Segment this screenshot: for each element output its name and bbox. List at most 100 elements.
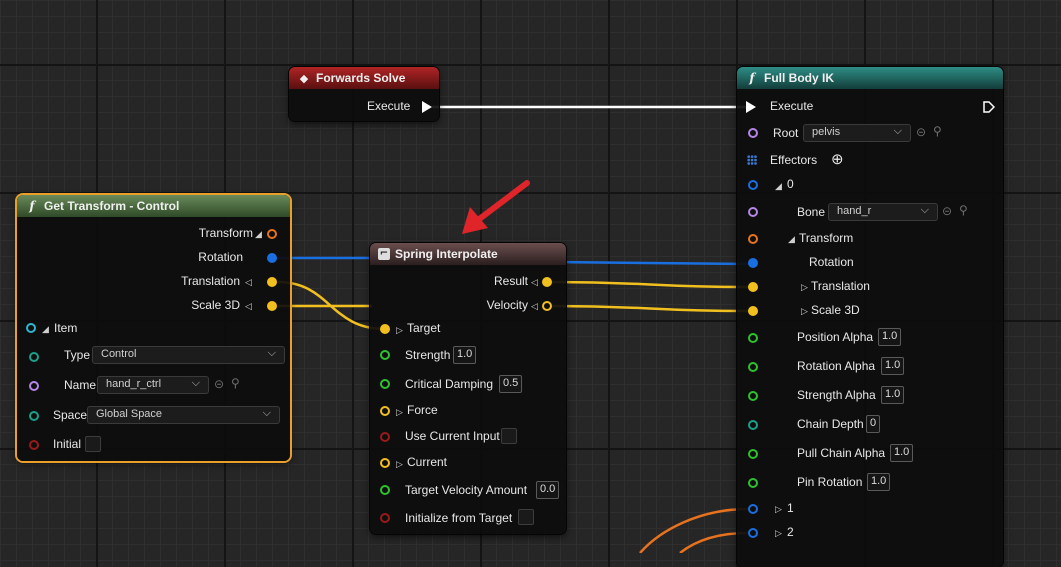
strength-label: Strength bbox=[405, 348, 451, 362]
full-body-ik-header[interactable]: f Full Body IK bbox=[737, 67, 1003, 89]
effector-0-label: 0 bbox=[787, 177, 794, 191]
velocity-output-pin[interactable] bbox=[542, 301, 552, 311]
spring-interpolate-header[interactable]: ⌐ Spring Interpolate bbox=[370, 243, 566, 265]
initial-input-pin[interactable] bbox=[29, 440, 39, 450]
effector-1-pin[interactable] bbox=[748, 504, 758, 514]
search-icon[interactable]: ⚲ bbox=[959, 203, 968, 217]
initialize-from-target-label: Initialize from Target bbox=[405, 511, 513, 525]
bone-dropdown[interactable]: hand_r ⌵ bbox=[828, 203, 938, 221]
expand-icon[interactable]: ▷ bbox=[775, 504, 782, 514]
expand-icon[interactable]: ◢ bbox=[788, 234, 795, 244]
strength-alpha-label: Strength Alpha bbox=[797, 388, 876, 402]
result-output-pin[interactable] bbox=[542, 277, 552, 287]
effector-rotation-pin[interactable] bbox=[748, 258, 758, 268]
search-icon[interactable]: ⚲ bbox=[231, 376, 240, 390]
forwards-solve-header[interactable]: ◆ Forwards Solve bbox=[289, 67, 439, 89]
forwards-solve-exec-out-pin[interactable] bbox=[422, 101, 432, 113]
search-icon[interactable]: ⚲ bbox=[933, 124, 942, 138]
target-velocity-amount-input[interactable]: 0.0 bbox=[536, 481, 560, 499]
chain-depth-input[interactable]: 0 bbox=[866, 415, 881, 433]
root-dropdown[interactable]: pelvis ⌵ bbox=[803, 124, 911, 142]
expand-icon[interactable]: ◢ bbox=[775, 181, 782, 191]
space-input-pin[interactable] bbox=[29, 411, 39, 421]
event-icon: ◆ bbox=[299, 71, 309, 85]
effector-translation-pin[interactable] bbox=[748, 282, 758, 292]
pin-rotation-pin[interactable] bbox=[748, 478, 758, 488]
force-input-pin[interactable] bbox=[380, 406, 390, 416]
initialize-from-target-input-pin[interactable] bbox=[380, 513, 390, 523]
expand-icon[interactable]: ◢ bbox=[42, 324, 49, 334]
chevron-down-icon: ⌵ bbox=[267, 347, 276, 359]
use-current-input-checkbox[interactable] bbox=[501, 428, 517, 444]
strength-input-pin[interactable] bbox=[380, 350, 390, 360]
use-selected-icon[interactable]: ⊝ bbox=[916, 125, 927, 139]
pin-rotation-input[interactable]: 1.0 bbox=[867, 473, 891, 491]
initialize-from-target-checkbox[interactable] bbox=[518, 509, 534, 525]
critical-damping-input-pin[interactable] bbox=[380, 379, 390, 389]
expand-icon[interactable]: ▷ bbox=[396, 459, 403, 469]
result-wire[interactable] bbox=[551, 260, 749, 266]
critical-damping-input[interactable]: 0.5 bbox=[499, 375, 523, 393]
target-velocity-amount-input-pin[interactable] bbox=[380, 485, 390, 495]
name-input-pin[interactable] bbox=[29, 381, 39, 391]
transform-output-pin[interactable] bbox=[267, 229, 277, 239]
type-input-pin[interactable] bbox=[29, 352, 39, 362]
full-body-ik-exec-out-pin[interactable] bbox=[983, 101, 995, 113]
expand-icon[interactable]: ▷ bbox=[396, 325, 403, 335]
root-input-pin[interactable] bbox=[748, 128, 758, 138]
spring-interpolate-node[interactable]: ⌐ Spring Interpolate Result ◁ Velocity ◁… bbox=[370, 243, 566, 534]
strength-alpha-pin[interactable] bbox=[748, 391, 758, 401]
strength-alpha-input[interactable]: 1.0 bbox=[881, 386, 905, 404]
effectors-array-icon[interactable] bbox=[747, 155, 757, 165]
full-body-ik-title: Full Body IK bbox=[764, 71, 834, 85]
pull-chain-alpha-input[interactable]: 1.0 bbox=[890, 444, 914, 462]
full-body-ik-exec-in-pin[interactable] bbox=[746, 101, 756, 113]
get-transform-control-node[interactable]: f Get Transform - Control Transform ◢ Ro… bbox=[17, 195, 290, 461]
expand-icon[interactable]: ▷ bbox=[396, 407, 403, 417]
effector-1-wire[interactable] bbox=[639, 507, 749, 553]
translation-output-pin[interactable] bbox=[267, 277, 277, 287]
effector-scale-pin[interactable] bbox=[748, 306, 758, 316]
rotation-alpha-input[interactable]: 1.0 bbox=[881, 357, 905, 375]
rotation-alpha-pin[interactable] bbox=[748, 362, 758, 372]
use-selected-icon[interactable]: ⊝ bbox=[214, 377, 225, 391]
type-dropdown[interactable]: Control ⌵ bbox=[92, 346, 285, 364]
velocity-scale-wire[interactable] bbox=[551, 304, 749, 313]
use-selected-icon[interactable]: ⊝ bbox=[942, 204, 953, 218]
bone-input-pin[interactable] bbox=[748, 207, 758, 217]
get-transform-header[interactable]: f Get Transform - Control bbox=[17, 195, 290, 217]
position-alpha-pin[interactable] bbox=[748, 333, 758, 343]
effector-transform-label: Transform bbox=[799, 231, 854, 245]
result-translation-wire[interactable] bbox=[551, 280, 749, 289]
name-dropdown[interactable]: hand_r_ctrl ⌵ bbox=[97, 376, 209, 394]
initial-checkbox[interactable] bbox=[85, 436, 101, 452]
use-current-input-pin[interactable] bbox=[380, 432, 390, 442]
effector-translation-label: Translation bbox=[811, 279, 870, 293]
effector-0-pin[interactable] bbox=[748, 180, 758, 190]
item-input-pin[interactable] bbox=[26, 323, 36, 333]
forwards-solve-node[interactable]: ◆ Forwards Solve Execute bbox=[289, 67, 439, 121]
collapse-icon[interactable]: ◁ bbox=[245, 301, 252, 311]
pull-chain-alpha-pin[interactable] bbox=[748, 449, 758, 459]
type-value: Control bbox=[101, 348, 137, 360]
rotation-output-pin[interactable] bbox=[267, 253, 277, 263]
collapse-icon[interactable]: ◁ bbox=[531, 301, 538, 311]
target-input-pin[interactable] bbox=[380, 324, 390, 334]
full-body-ik-node[interactable]: f Full Body IK Execute Root pelvis ⌵ ⊝ ⚲… bbox=[737, 67, 1003, 567]
add-effector-icon[interactable]: ⊕ bbox=[831, 151, 844, 168]
position-alpha-input[interactable]: 1.0 bbox=[878, 328, 902, 346]
collapse-icon[interactable]: ◁ bbox=[245, 277, 252, 287]
chain-depth-pin[interactable] bbox=[748, 420, 758, 430]
expand-icon[interactable]: ◢ bbox=[255, 229, 262, 239]
space-dropdown[interactable]: Global Space ⌵ bbox=[87, 406, 280, 424]
expand-icon[interactable]: ▷ bbox=[801, 306, 808, 316]
strength-input[interactable]: 1.0 bbox=[453, 346, 477, 364]
scale-output-pin[interactable] bbox=[267, 301, 277, 311]
expand-icon[interactable]: ▷ bbox=[775, 528, 782, 538]
effector-transform-pin[interactable] bbox=[748, 234, 758, 244]
current-input-pin[interactable] bbox=[380, 458, 390, 468]
expand-icon[interactable]: ▷ bbox=[801, 282, 808, 292]
effector-2-pin[interactable] bbox=[748, 528, 758, 538]
collapse-icon[interactable]: ◁ bbox=[531, 277, 538, 287]
target-velocity-amount-label: Target Velocity Amount bbox=[405, 483, 528, 497]
